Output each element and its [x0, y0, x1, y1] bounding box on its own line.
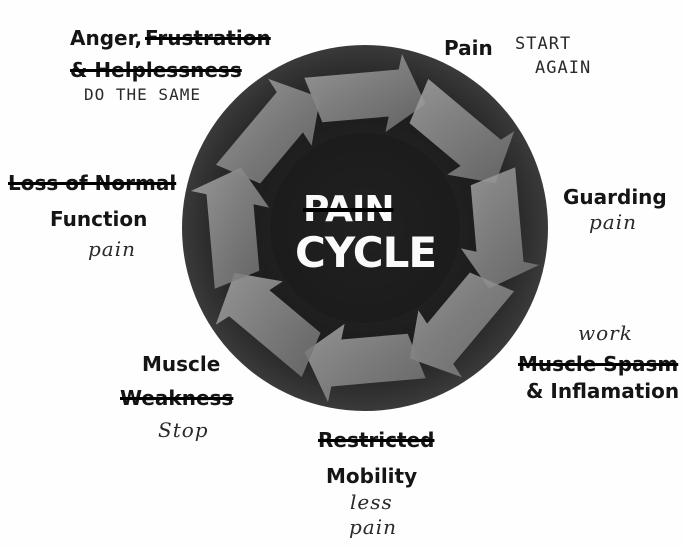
note-less: less [350, 492, 393, 512]
label-mobility: Mobility [326, 466, 417, 486]
label-inflamation: & Inflamation [526, 381, 679, 401]
note-do-the-same: DO THE SAME [84, 87, 201, 103]
note-work: work [578, 323, 633, 343]
center-title-cycle: CYCLE [295, 232, 436, 274]
label-anger: Anger, [70, 28, 142, 48]
note-function-pain: pain [88, 239, 136, 259]
label-guarding: Guarding [563, 187, 667, 207]
note-start-again-line2: AGAIN [535, 60, 591, 77]
label-function: Function [50, 209, 147, 229]
center-title-pain: PAIN [303, 192, 393, 228]
note-guarding-pain: pain [589, 212, 637, 232]
label-frustration: Frustration [145, 28, 271, 48]
label-restricted: Restricted [318, 430, 434, 450]
note-start-again-line1: START [515, 36, 571, 53]
label-weakness: Weakness [120, 388, 233, 408]
note-stop: Stop [158, 420, 209, 440]
label-muscle-spasm: Muscle Spasm [518, 354, 678, 374]
label-muscle: Muscle [142, 354, 220, 374]
label-helplessness: & Helplessness [70, 60, 242, 80]
note-less-pain: pain [349, 517, 397, 537]
label-loss-of-normal: Loss of Normal [8, 173, 176, 193]
label-pain: Pain [444, 38, 493, 58]
